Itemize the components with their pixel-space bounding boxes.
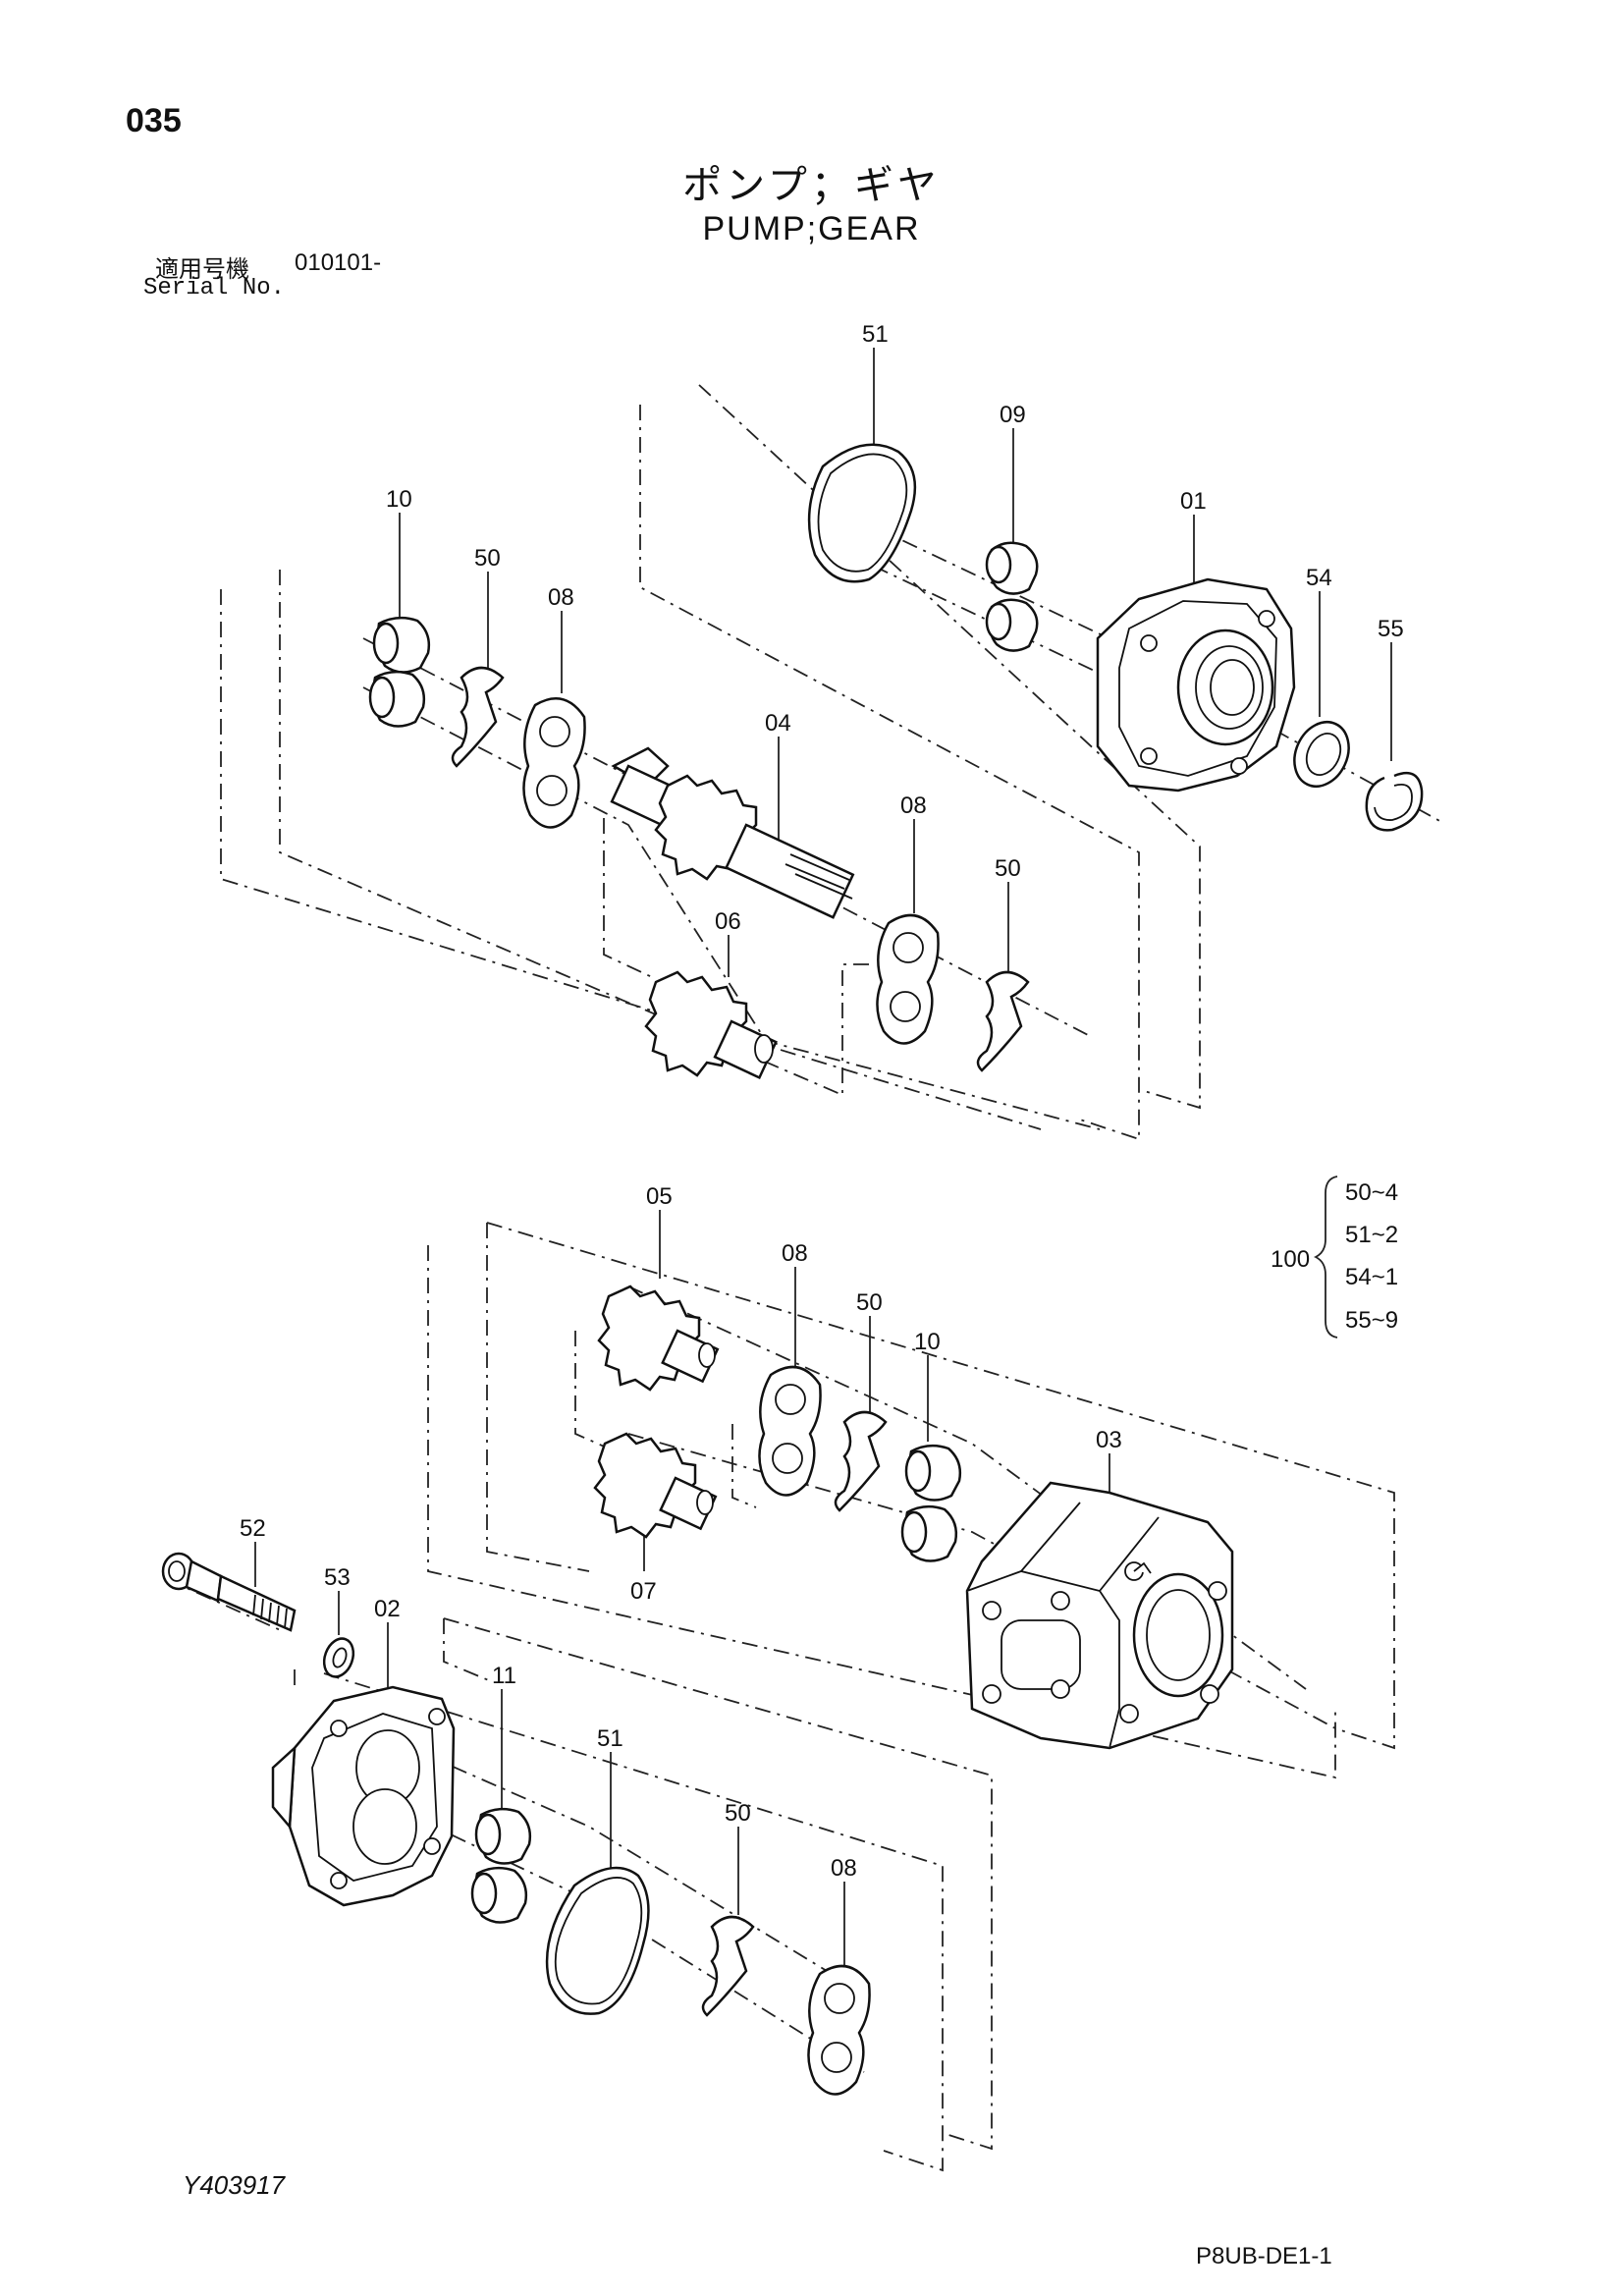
o-ring-51-top-inner — [817, 453, 908, 573]
part-label: 51 — [862, 321, 889, 348]
kit-item: 50~4 — [1345, 1179, 1398, 1206]
frame-line — [427, 1245, 1336, 1779]
kit-item: 55~9 — [1345, 1307, 1398, 1334]
bolt-52 — [161, 1552, 297, 1632]
part-label: 08 — [831, 1855, 857, 1882]
side-plate-08-top-left — [522, 697, 586, 829]
bushing-10-bottom — [900, 1444, 962, 1562]
gear-05 — [597, 1285, 720, 1392]
part-label: 04 — [765, 710, 791, 737]
part-label: 08 — [548, 584, 574, 611]
front-cover-01 — [1096, 577, 1296, 793]
axis-line — [166, 1578, 286, 1633]
part-label: 02 — [374, 1596, 401, 1622]
part-label: 07 — [630, 1578, 657, 1605]
backup-ring-50-top-left — [451, 666, 505, 768]
drive-gear-04 — [610, 746, 855, 919]
side-plate-08-bottom — [807, 1964, 871, 2096]
frame-line — [486, 1223, 590, 1572]
document-code: Y403917 — [183, 2170, 286, 2200]
part-label: 05 — [646, 1183, 673, 1210]
axis-line — [362, 686, 1101, 1130]
part-label: 55 — [1378, 616, 1404, 642]
kit-item: 51~2 — [1345, 1222, 1398, 1248]
part-label: 50 — [725, 1800, 751, 1827]
part-label: 50 — [474, 545, 501, 572]
serial-label-japanese: 適用号機 — [155, 256, 249, 283]
serial-number: 010101- — [295, 249, 382, 276]
frame-line — [443, 1618, 492, 1682]
title-japanese: ポンプ；ギヤ — [682, 164, 941, 207]
part-label: 10 — [914, 1329, 941, 1355]
kit-label: 100 — [1271, 1246, 1310, 1273]
kit-callout: 100 50~4 51~2 54~1 55~9 — [1271, 1175, 1398, 1339]
washer-53 — [322, 1637, 355, 1678]
frame-line — [574, 1331, 610, 1449]
snap-ring-55 — [1365, 771, 1424, 832]
rear-cover-02 — [271, 1685, 456, 1907]
frame-line — [639, 405, 1140, 1141]
bushing-09 — [985, 541, 1039, 652]
kit-brace — [1313, 1175, 1338, 1339]
frame-line — [279, 570, 872, 1097]
gear-07 — [593, 1432, 718, 1539]
frame-line — [443, 1617, 993, 2151]
frame-line — [698, 384, 1201, 1110]
kit-item: 54~1 — [1345, 1264, 1398, 1290]
title-english: PUMP;GEAR — [702, 210, 921, 247]
frame-line — [486, 1222, 1395, 1750]
part-label: 54 — [1306, 565, 1332, 591]
gear-body-03 — [965, 1481, 1234, 1750]
frame-line — [220, 589, 1042, 1130]
part-label: 53 — [324, 1564, 351, 1591]
backup-ring-50-top-right — [976, 970, 1030, 1072]
serial-label-english: Serial No. — [143, 275, 286, 301]
reference-code: P8UB-DE1-1 — [1196, 2243, 1332, 2269]
part-label: 11 — [492, 1663, 516, 1689]
backup-ring-50-bottom-mid — [834, 1410, 888, 1512]
backup-ring-50-bottom — [701, 1915, 755, 2017]
driven-gear-06 — [644, 970, 778, 1080]
axis-line — [627, 1433, 1336, 1729]
frame-line — [603, 818, 653, 978]
part-label: 52 — [240, 1515, 266, 1542]
part-label: 06 — [715, 908, 741, 935]
part-label: 50 — [856, 1289, 883, 1316]
axis-line — [814, 498, 1106, 637]
page-number: 035 — [126, 102, 182, 139]
frame-line — [731, 1424, 757, 1508]
bushing-10-top — [368, 616, 431, 728]
frame-line — [323, 1672, 944, 2172]
oil-seal-54 — [1293, 721, 1350, 788]
part-label: 51 — [597, 1725, 623, 1752]
axis-line — [814, 537, 1106, 677]
part-label: 01 — [1180, 488, 1207, 515]
part-label: 08 — [782, 1240, 808, 1267]
side-plate-08-bottom-mid — [758, 1365, 822, 1497]
part-label: 10 — [386, 486, 412, 513]
part-label: 03 — [1096, 1427, 1122, 1453]
side-plate-08-top-right — [876, 913, 940, 1045]
o-ring-51-bottom-inner — [554, 1877, 643, 2005]
bushing-11 — [470, 1807, 532, 1924]
part-label: 08 — [900, 793, 927, 819]
leader-lines — [254, 348, 1392, 1974]
axis-line — [392, 1739, 865, 1995]
part-label: 09 — [1000, 402, 1026, 428]
part-label: 50 — [995, 855, 1021, 882]
